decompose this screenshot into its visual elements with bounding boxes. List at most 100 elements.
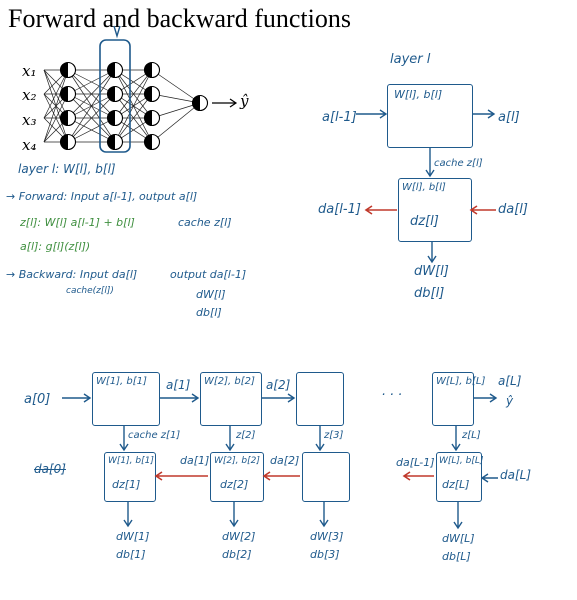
chain-fwd-out-1: a[1]: [166, 378, 191, 392]
highlight-layer-frame: [99, 39, 131, 153]
nn-edge: [151, 93, 201, 104]
chain-db-L: db[L]: [442, 550, 471, 563]
chain-arrow-L-icon: [474, 393, 498, 403]
chain-fwd-block-3: [296, 372, 344, 426]
chain-dw-arrow-1-icon: [123, 502, 133, 528]
layer-input-a: a[l-1]: [322, 110, 357, 125]
backward-dw: dW[l]: [414, 264, 449, 279]
layer-in-arrow-icon: [356, 109, 388, 119]
chain-da-arrow-2-icon: [262, 471, 300, 481]
nn-edge: [67, 69, 116, 119]
layer-cache: cache z[l]: [434, 158, 483, 169]
chain-fwd-params-1: W[1], b[1]: [96, 376, 147, 387]
chain-da-arrow-L-1-icon: [402, 471, 434, 481]
chain-bwd-dz-1: dz[1]: [112, 478, 141, 491]
nn-node-shade: [60, 110, 68, 126]
nn-edge: [151, 69, 201, 104]
chain-cache-arrow-L-icon: [451, 426, 461, 452]
chain-db-1: db[1]: [116, 548, 146, 561]
nn-node-shade: [144, 86, 152, 102]
chain-fwd-out-2: a[2]: [266, 378, 291, 392]
chain-bwd-dz-2: dz[2]: [220, 478, 249, 491]
chain-cache-3: z[3]: [324, 430, 344, 441]
chain-da-L-1: da[L-1]: [396, 456, 435, 469]
nn-edge: [43, 69, 69, 119]
chain-bwd-block-2: [210, 452, 264, 502]
da-out-arrow-icon: [364, 205, 397, 215]
chain-da-L: da[L]: [500, 468, 532, 482]
input-x2: x₂: [22, 86, 37, 104]
chain-dw-arrow-2-icon: [229, 502, 239, 528]
nn-edge: [67, 93, 116, 143]
da-in-arrow-icon: [469, 205, 496, 215]
chain-ellipsis: . . .: [382, 384, 403, 399]
chain-da-0: da[0]: [34, 462, 66, 476]
output-yhat: ŷ: [240, 92, 249, 110]
chain-cache-1: cache z[1]: [128, 430, 181, 441]
chain-fwd-block-L: [432, 372, 474, 426]
chain-dw-2: dW[2]: [222, 530, 256, 543]
chain-fwd-out-L: a[L]: [498, 374, 522, 388]
nn-node-shade: [107, 86, 115, 102]
cache-arrow-icon: [425, 147, 435, 178]
output-arrow-icon: [212, 98, 238, 108]
chain-arrow-1-icon: [160, 393, 200, 403]
nn-node-shade: [60, 62, 68, 78]
chain-da-L-arrow-icon: [480, 473, 498, 483]
note-backward-dw: dW[l]: [196, 288, 226, 301]
nn-edge: [43, 93, 69, 143]
nn-node-shade: [60, 86, 68, 102]
chain-dw-arrow-L-icon: [453, 502, 463, 530]
chain-bwd-dz-L: dz[L]: [442, 478, 470, 491]
nn-edge: [43, 69, 69, 143]
chain-fwd-block-1: [92, 372, 160, 426]
chain-cache-arrow-1-icon: [119, 426, 129, 452]
nn-edge: [151, 102, 201, 143]
note-forward-a: a[l]: g[l](z[l]): [20, 240, 91, 253]
chain-cache-2: z[2]: [236, 430, 256, 441]
chain-bwd-params-2: W[2], b[2]: [214, 456, 260, 466]
chain-dw-3: dW[3]: [310, 530, 344, 543]
chain-db-3: db[3]: [310, 548, 340, 561]
nn-node-shade: [144, 62, 152, 78]
chain-da-1: da[1]: [180, 454, 210, 467]
chain-dw-1: dW[1]: [116, 530, 150, 543]
layer-header: layer l: [390, 52, 431, 67]
chain-cache-arrow-3-icon: [315, 426, 325, 452]
chain-cache-arrow-2-icon: [225, 426, 235, 452]
highlight-arrow-icon: [113, 25, 121, 39]
chain-bwd-block-1: [104, 452, 156, 502]
backward-db: db[l]: [414, 286, 445, 301]
chain-dw-L: dW[L]: [442, 532, 475, 545]
chain-cache-L: z[L]: [462, 430, 481, 441]
chain-bwd-params-1: W[1], b[1]: [108, 456, 154, 466]
chain-a0-arrow-icon: [62, 393, 92, 403]
chain-da-arrow-1-icon: [154, 471, 208, 481]
input-x4: x₄: [22, 136, 37, 154]
note-backward-cache: cache(z[l]): [66, 286, 114, 296]
nn-node-shade: [107, 62, 115, 78]
chain-bwd-params-L: W[L], b[L]: [439, 456, 484, 466]
nn-edge: [114, 69, 153, 119]
nn-node-shade: [144, 134, 152, 150]
layer-output-a: a[l]: [498, 110, 520, 125]
chain-arrow-2-icon: [262, 393, 296, 403]
nn-node-shade: [107, 134, 115, 150]
nn-edge: [67, 69, 116, 143]
note-forward-z: z[l]: W[l] a[l-1] + b[l]: [20, 216, 135, 229]
chain-bwd-block-3: [302, 452, 350, 502]
chain-bwd-block-L: [436, 452, 482, 502]
note-backward-db: db[l]: [196, 306, 222, 319]
note-forward-cache: cache z[l]: [178, 216, 232, 229]
note-forward: → Forward: Input a[l-1], output a[l]: [6, 190, 198, 203]
chain-yhat: ŷ: [506, 394, 514, 408]
note-backward-output: output da[l-1]: [170, 268, 247, 281]
chain-a0: a[0]: [24, 392, 51, 407]
chain-fwd-params-2: W[2], b[2]: [204, 376, 255, 387]
nn-node-shade: [60, 134, 68, 150]
nn-node-shade: [107, 110, 115, 126]
backward-dz: dz[l]: [410, 214, 439, 229]
chain-db-2: db[2]: [222, 548, 252, 561]
chain-dw-arrow-3-icon: [319, 502, 329, 528]
